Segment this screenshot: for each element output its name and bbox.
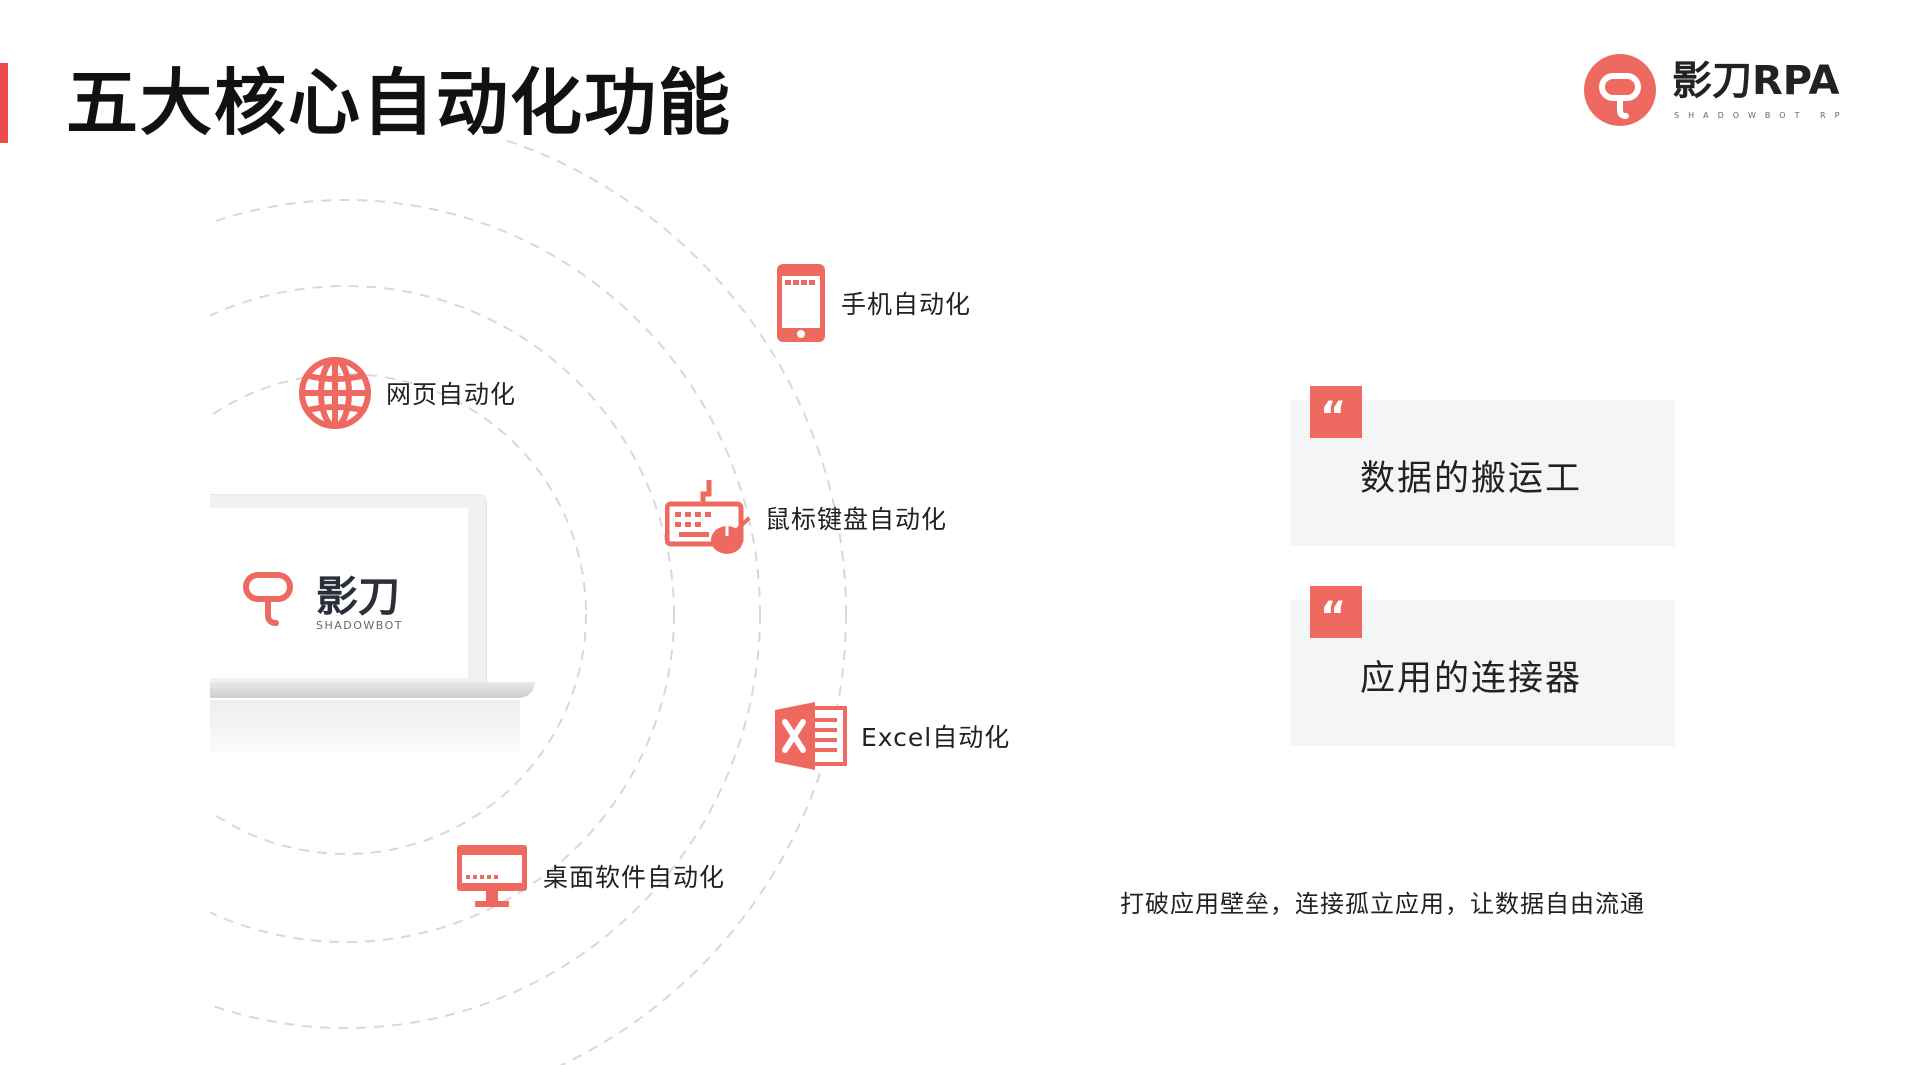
feature-label: Excel自动化 bbox=[861, 723, 1011, 752]
feature-label: 手机自动化 bbox=[841, 290, 972, 319]
ring-4 bbox=[501, 140, 847, 1065]
keyboard-mouse-icon bbox=[665, 480, 751, 554]
feature-phone-automation: 手机自动化 bbox=[775, 262, 971, 344]
globe-icon bbox=[299, 357, 371, 429]
feature-desktop-automation: 桌面软件自动化 bbox=[455, 843, 725, 909]
feature-keyboard-mouse-automation: 鼠标键盘自动化 bbox=[665, 478, 947, 558]
shadowbot-logo-icon bbox=[243, 572, 293, 626]
brand-logo: 影刀RPA SHADOWBOT RPA bbox=[1584, 54, 1840, 126]
quote-mark-icon: “ bbox=[1310, 586, 1362, 640]
laptop-display bbox=[210, 508, 468, 678]
laptop-logo-sub: SHADOWBOT bbox=[316, 619, 403, 632]
brand-name: 影刀RPA bbox=[1672, 58, 1839, 104]
brand-logo-glyph bbox=[1599, 73, 1641, 119]
quote-text: 应用的连接器 bbox=[1360, 659, 1583, 699]
svg-text:“: “ bbox=[1320, 394, 1346, 438]
ring-3 bbox=[210, 199, 761, 1029]
feature-label: 网页自动化 bbox=[386, 380, 517, 409]
caption: 打破应用壁垒，连接孤立应用，让数据自由流通 bbox=[1120, 890, 1645, 918]
ring-2 bbox=[210, 285, 675, 943]
excel-icon bbox=[775, 702, 847, 770]
laptop-logo: 影刀 SHADOWBOT bbox=[243, 572, 403, 632]
quote-text: 数据的搬运工 bbox=[1360, 459, 1583, 499]
phone-icon bbox=[777, 264, 825, 342]
ring-1 bbox=[210, 373, 587, 855]
quote-mark-icon: “ bbox=[1310, 386, 1362, 440]
feature-excel-automation: Excel自动化 bbox=[773, 700, 1010, 772]
title-accent-bar bbox=[0, 63, 8, 143]
brand-tagline: SHADOWBOT RPA bbox=[1674, 111, 1840, 120]
svg-text:“: “ bbox=[1320, 594, 1346, 638]
feature-label: 鼠标键盘自动化 bbox=[765, 505, 948, 534]
feature-label: 桌面软件自动化 bbox=[543, 863, 726, 892]
brand-logo-mark bbox=[1584, 54, 1656, 126]
laptop-base bbox=[210, 682, 535, 698]
feature-web-automation: 网页自动化 bbox=[298, 356, 516, 430]
page-title: 五大核心自动化功能 bbox=[66, 61, 733, 145]
laptop-shadow bbox=[210, 700, 520, 752]
laptop-logo-name: 影刀 bbox=[316, 572, 400, 621]
desktop-icon bbox=[457, 845, 527, 907]
